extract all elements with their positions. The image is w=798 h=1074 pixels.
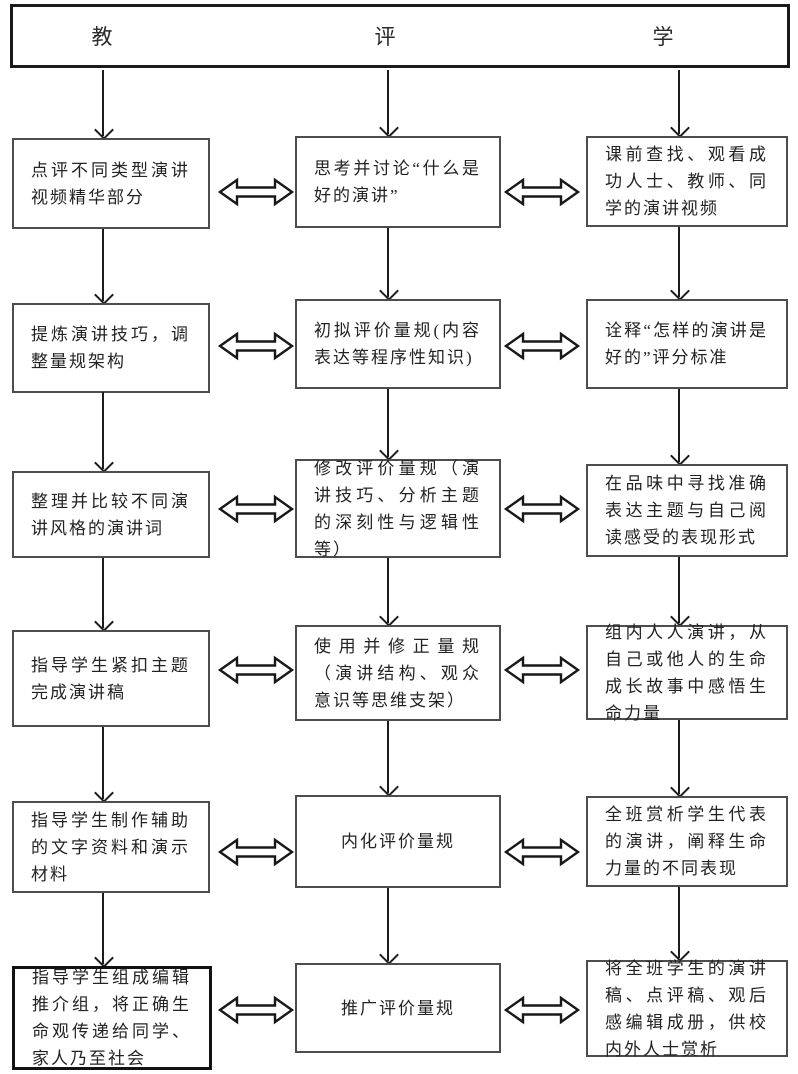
flow-box-r5-teach: 指导学生制作辅助的文字资料和演示材料 bbox=[12, 801, 210, 893]
flow-box-r5-evaluate: 内化评价量规 bbox=[295, 795, 501, 888]
banner-label-evaluate: 评 bbox=[374, 25, 398, 49]
flow-box-r2-teach: 提炼演讲技巧，调整量规架构 bbox=[12, 303, 210, 393]
down-arrow bbox=[678, 227, 680, 297]
flow-box-r6-teach: 指导学生组成编辑推介组，将正确生命观传递给同学、家人乃至社会 bbox=[12, 966, 212, 1070]
down-arrow bbox=[678, 389, 680, 462]
flow-box-r4-learn: 组内人人演讲，从自己或他人的生命成长故事中感悟生命力量 bbox=[586, 623, 788, 723]
flow-box-r6-learn: 将全班学生的演讲稿、点评稿、观后感编辑成册，供校内外人士赏析 bbox=[586, 959, 788, 1059]
banner-label-learn: 学 bbox=[652, 25, 676, 49]
down-arrow bbox=[678, 887, 680, 958]
flow-box-r3-evaluate: 修改评价量规（演讲技巧、分析主题的深刻性与逻辑性等） bbox=[295, 459, 501, 559]
double-arrow bbox=[217, 494, 295, 524]
flow-box-r4-evaluate: 使用并修正量规（演讲结构、观众意识等思维支架） bbox=[295, 625, 501, 721]
double-arrow bbox=[217, 995, 295, 1025]
down-arrow bbox=[387, 389, 389, 457]
double-arrow bbox=[217, 655, 295, 685]
down-arrow bbox=[102, 558, 104, 628]
down-arrow bbox=[387, 228, 389, 297]
down-arrow bbox=[678, 720, 680, 794]
flow-box-r2-learn: 诠释“怎样的演讲是好的”评分标准 bbox=[586, 299, 788, 389]
banner-label-teach: 教 bbox=[91, 25, 115, 49]
double-arrow bbox=[503, 331, 581, 361]
down-arrow bbox=[678, 557, 680, 623]
double-arrow bbox=[503, 995, 581, 1025]
down-arrow bbox=[102, 893, 104, 964]
flow-box-r2-evaluate: 初拟评价量规(内容表达等程序性知识) bbox=[295, 299, 501, 389]
flow-box-r1-learn: 课前查找、观看成功人士、教师、同学的演讲视频 bbox=[586, 136, 788, 227]
double-arrow bbox=[217, 837, 295, 867]
flow-box-r1-evaluate: 思考并讨论“什么是好的演讲” bbox=[295, 136, 501, 228]
down-arrow bbox=[387, 558, 389, 623]
down-arrow bbox=[387, 70, 389, 134]
header-box: 教 评 学 bbox=[10, 4, 790, 68]
down-arrow bbox=[387, 721, 389, 793]
down-arrow bbox=[387, 888, 389, 961]
flow-box-r4-teach: 指导学生紧扣主题完成演讲稿 bbox=[12, 630, 210, 727]
flow-box-r5-learn: 全班赏析学生代表的演讲，阐释生命力量的不同表现 bbox=[586, 796, 788, 887]
double-arrow bbox=[503, 655, 581, 685]
flow-box-r3-teach: 整理并比较不同演讲风格的演讲词 bbox=[12, 471, 210, 558]
double-arrow bbox=[503, 494, 581, 524]
flow-box-r6-evaluate: 推广评价量规 bbox=[295, 963, 501, 1053]
flow-box-r3-learn: 在品味中寻找准确表达主题与自己阅读感受的表现形式 bbox=[586, 464, 788, 557]
down-arrow bbox=[678, 70, 680, 134]
down-arrow bbox=[102, 727, 104, 799]
double-arrow bbox=[217, 177, 295, 207]
double-arrow bbox=[503, 177, 581, 207]
double-arrow bbox=[217, 331, 295, 361]
flow-box-r1-teach: 点评不同类型演讲视频精华部分 bbox=[12, 138, 210, 229]
down-arrow bbox=[102, 229, 104, 301]
down-arrow bbox=[102, 70, 104, 136]
down-arrow bbox=[102, 392, 104, 469]
double-arrow bbox=[503, 837, 581, 867]
